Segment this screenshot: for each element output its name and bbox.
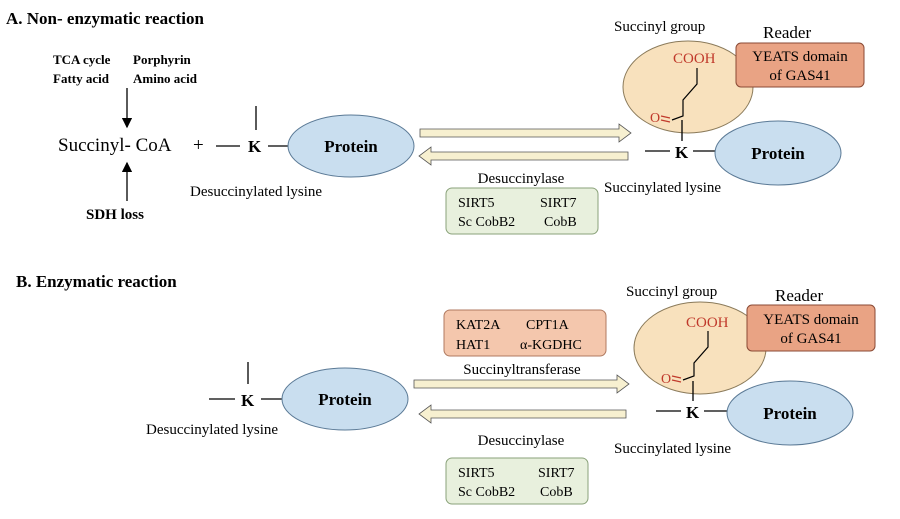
reverse-arrow — [418, 146, 629, 166]
panel-a: A. Non- enzymatic reaction TCA cycle Por… — [6, 9, 865, 235]
reader-box — [735, 42, 865, 88]
plus-sign: + — [193, 135, 204, 156]
b-reader-label: Reader — [775, 286, 823, 305]
forward-arrow — [419, 123, 632, 143]
b-carbonyl-double-2 — [671, 379, 682, 383]
sdh-loss: SDH loss — [86, 207, 144, 223]
transferase-hat1: HAT1 — [456, 338, 490, 353]
succinylated-lysine-label: Succinylated lysine — [604, 180, 721, 196]
carbonyl-double-2 — [660, 119, 671, 123]
reader-label: Reader — [763, 23, 811, 42]
transferase-kat2a: KAT2A — [456, 318, 501, 333]
succinyl-group-label: Succinyl group — [614, 19, 705, 35]
b-succinyl-chain — [682, 331, 709, 381]
b-forward-arrow — [413, 374, 630, 394]
panel-b-title: B. Enzymatic reaction — [16, 272, 177, 291]
transferase-cpt1a: CPT1A — [526, 318, 570, 333]
enzyme-sirt5: SIRT5 — [458, 196, 495, 211]
desuccinylated-lysine-label: Desuccinylated lysine — [190, 184, 322, 200]
b-product-protein-label: Protein — [763, 404, 817, 423]
desuccinylase-box — [445, 187, 599, 235]
b-reverse-arrow — [418, 404, 627, 424]
b-desuccinylase-box — [445, 457, 589, 505]
product-protein-ellipse — [714, 120, 842, 186]
b-lysine-k: K — [241, 391, 255, 410]
b-oxygen-label: O — [661, 372, 671, 387]
reader-box-line1: YEATS domain — [752, 49, 848, 65]
cooh-label: COOH — [673, 51, 716, 67]
source-amino-acid: Amino acid — [133, 71, 198, 86]
oxygen-label: O — [650, 111, 660, 126]
b-enzyme-sc-cobb2: Sc CobB2 — [458, 485, 515, 500]
succinyl-chain — [671, 68, 698, 121]
protein-ellipse — [287, 114, 415, 178]
b-cooh-label: COOH — [686, 315, 729, 331]
b-product-protein-ellipse — [726, 380, 854, 446]
source-tca: TCA cycle — [53, 52, 111, 67]
reader-box-line2: of GAS41 — [769, 68, 830, 84]
enzyme-sc-cobb2: Sc CobB2 — [458, 215, 515, 230]
b-succinylated-lysine-label: Succinylated lysine — [614, 441, 731, 457]
b-desuccinylated-lysine-label: Desuccinylated lysine — [146, 422, 278, 438]
b-reader-box-line1: YEATS domain — [763, 312, 859, 328]
source-porphyrin: Porphyrin — [133, 52, 192, 67]
desuccinylase-label: Desuccinylase — [478, 171, 565, 187]
transferase-akgdhc: α-KGDHC — [520, 338, 582, 353]
transferase-box — [443, 309, 607, 357]
lysine-k: K — [248, 137, 262, 156]
protein-label: Protein — [324, 137, 378, 156]
b-enzyme-cobb: CobB — [540, 485, 573, 500]
b-enzyme-sirt5: SIRT5 — [458, 466, 495, 481]
enzyme-cobb: CobB — [544, 215, 577, 230]
b-succinyl-group-label: Succinyl group — [626, 284, 717, 300]
b-protein-ellipse — [281, 367, 409, 431]
b-enzyme-sirt7: SIRT7 — [538, 466, 575, 481]
source-fatty-acid: Fatty acid — [53, 71, 110, 86]
b-reader-box — [746, 304, 876, 352]
product-protein-label: Protein — [751, 144, 805, 163]
succinyltransferase-label: Succinyltransferase — [463, 362, 581, 378]
product-k: K — [675, 143, 689, 162]
succinyl-coa: Succinyl- CoA — [58, 135, 172, 156]
carbonyl-double-1 — [660, 115, 671, 119]
b-reader-box-line2: of GAS41 — [780, 331, 841, 347]
b-protein-label: Protein — [318, 390, 372, 409]
panel-b: B. Enzymatic reaction KAT2A CPT1A HAT1 α… — [16, 272, 876, 505]
enzyme-sirt7: SIRT7 — [540, 196, 577, 211]
b-product-k: K — [686, 403, 700, 422]
panel-a-title: A. Non- enzymatic reaction — [6, 9, 205, 28]
b-carbonyl-double-1 — [671, 375, 682, 379]
b-desuccinylase-label: Desuccinylase — [478, 433, 565, 449]
